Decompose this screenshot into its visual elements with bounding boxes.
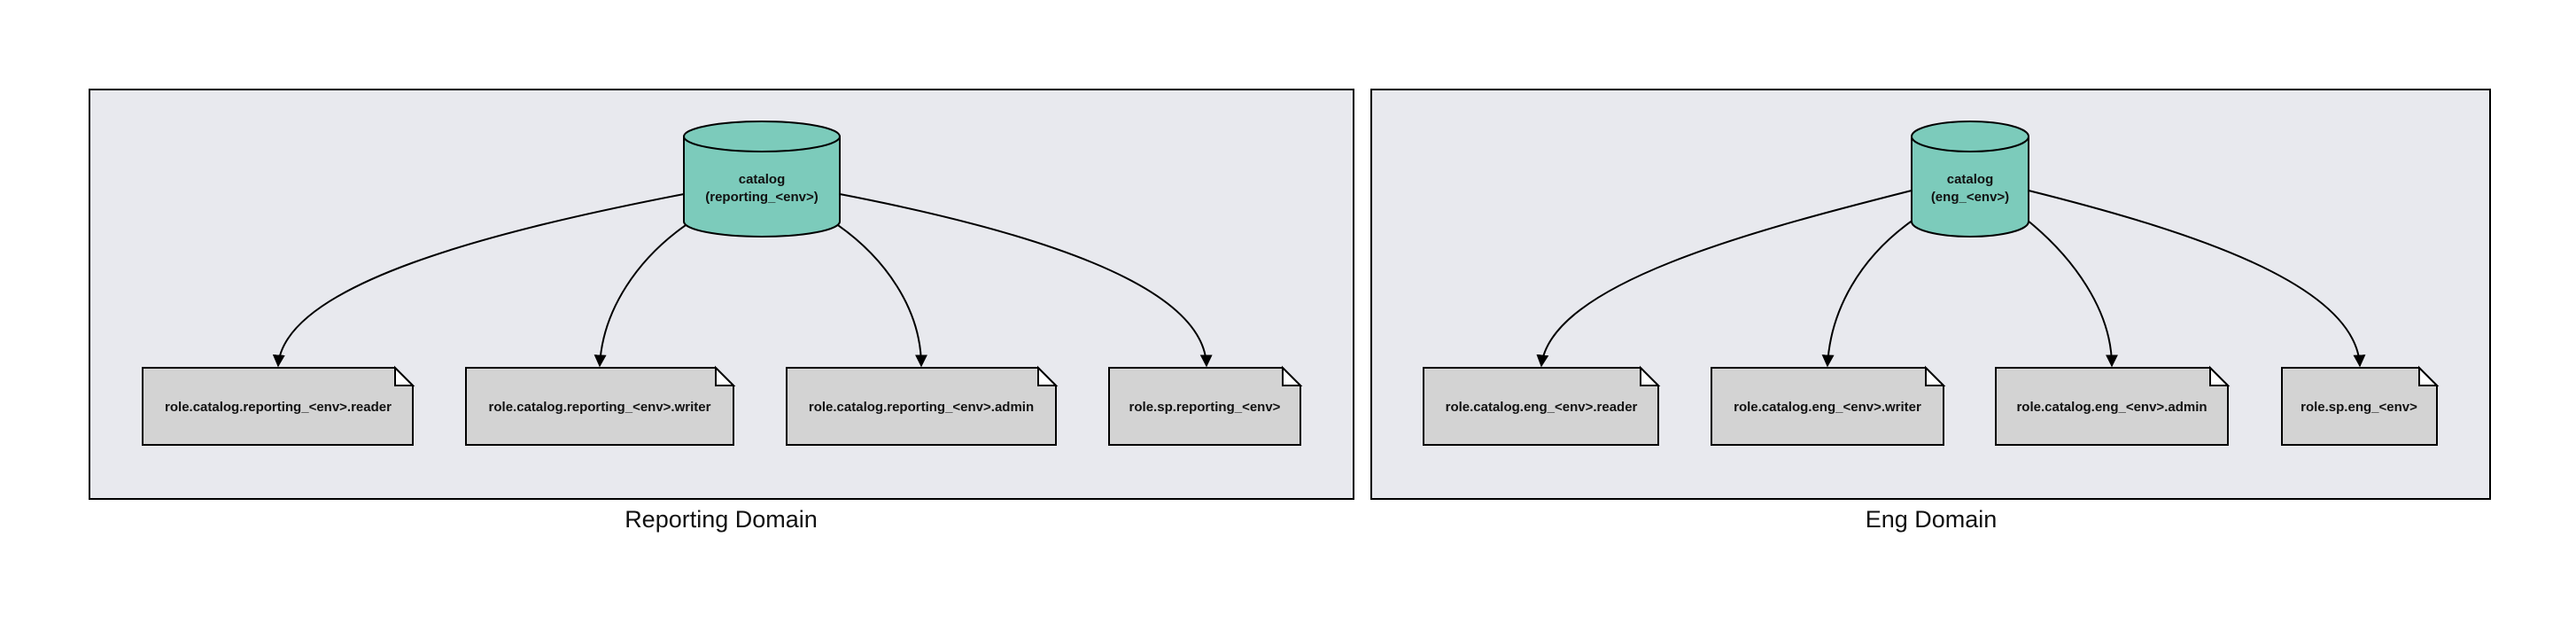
role-note-reader: role.catalog.reporting_<env>.reader <box>142 365 415 446</box>
catalog-label-line1: catalog <box>1947 172 1994 187</box>
edge-catalog-to-admin <box>2026 219 2118 368</box>
role-label-reader: role.catalog.eng_<env>.reader <box>1446 400 1638 415</box>
role-label-reader: role.catalog.reporting_<env>.reader <box>165 400 392 415</box>
role-label-sp: role.sp.eng_<env> <box>2301 400 2417 415</box>
role-label-sp: role.sp.reporting_<env> <box>1129 400 1281 415</box>
domain-title: Eng Domain <box>1866 506 1998 533</box>
role-note-reader: role.catalog.eng_<env>.reader <box>1423 365 1661 446</box>
edge-catalog-to-sp <box>839 193 1213 368</box>
edge-catalog-to-writer <box>594 221 692 368</box>
catalog-label-line1: catalog <box>739 172 786 187</box>
role-label-admin: role.catalog.reporting_<env>.admin <box>809 400 1034 415</box>
role-note-admin: role.catalog.eng_<env>.admin <box>1995 365 2231 446</box>
role-label-writer: role.catalog.reporting_<env>.writer <box>489 400 711 415</box>
catalog-label-line2: (reporting_<env>) <box>705 190 819 205</box>
eng-domain: catalog (eng_<env>) role.catalog.eng_<en… <box>1370 89 2491 533</box>
edge-catalog-to-sp <box>2028 190 2366 368</box>
role-note-admin: role.catalog.reporting_<env>.admin <box>786 365 1059 446</box>
edge-catalog-to-admin <box>832 221 927 368</box>
reporting-domain: catalog (reporting_<env>) role.catalog.r… <box>89 89 1354 533</box>
role-note-sp: role.sp.eng_<env> <box>2281 365 2440 446</box>
role-note-writer: role.catalog.eng_<env>.writer <box>1711 365 1946 446</box>
catalog-database-icon <box>1911 121 2029 238</box>
edge-catalog-to-writer <box>1821 219 1914 368</box>
role-label-admin: role.catalog.eng_<env>.admin <box>2016 400 2207 415</box>
catalog-label-line2: (eng_<env>) <box>1931 190 2009 205</box>
role-note-sp: role.sp.reporting_<env> <box>1108 365 1303 446</box>
catalog-database-icon <box>683 121 841 238</box>
edge-catalog-to-reader <box>272 193 685 368</box>
role-note-writer: role.catalog.reporting_<env>.writer <box>465 365 736 446</box>
domain-title: Reporting Domain <box>625 506 818 533</box>
role-label-writer: role.catalog.eng_<env>.writer <box>1734 400 1921 415</box>
edge-catalog-to-reader <box>1536 190 1913 368</box>
